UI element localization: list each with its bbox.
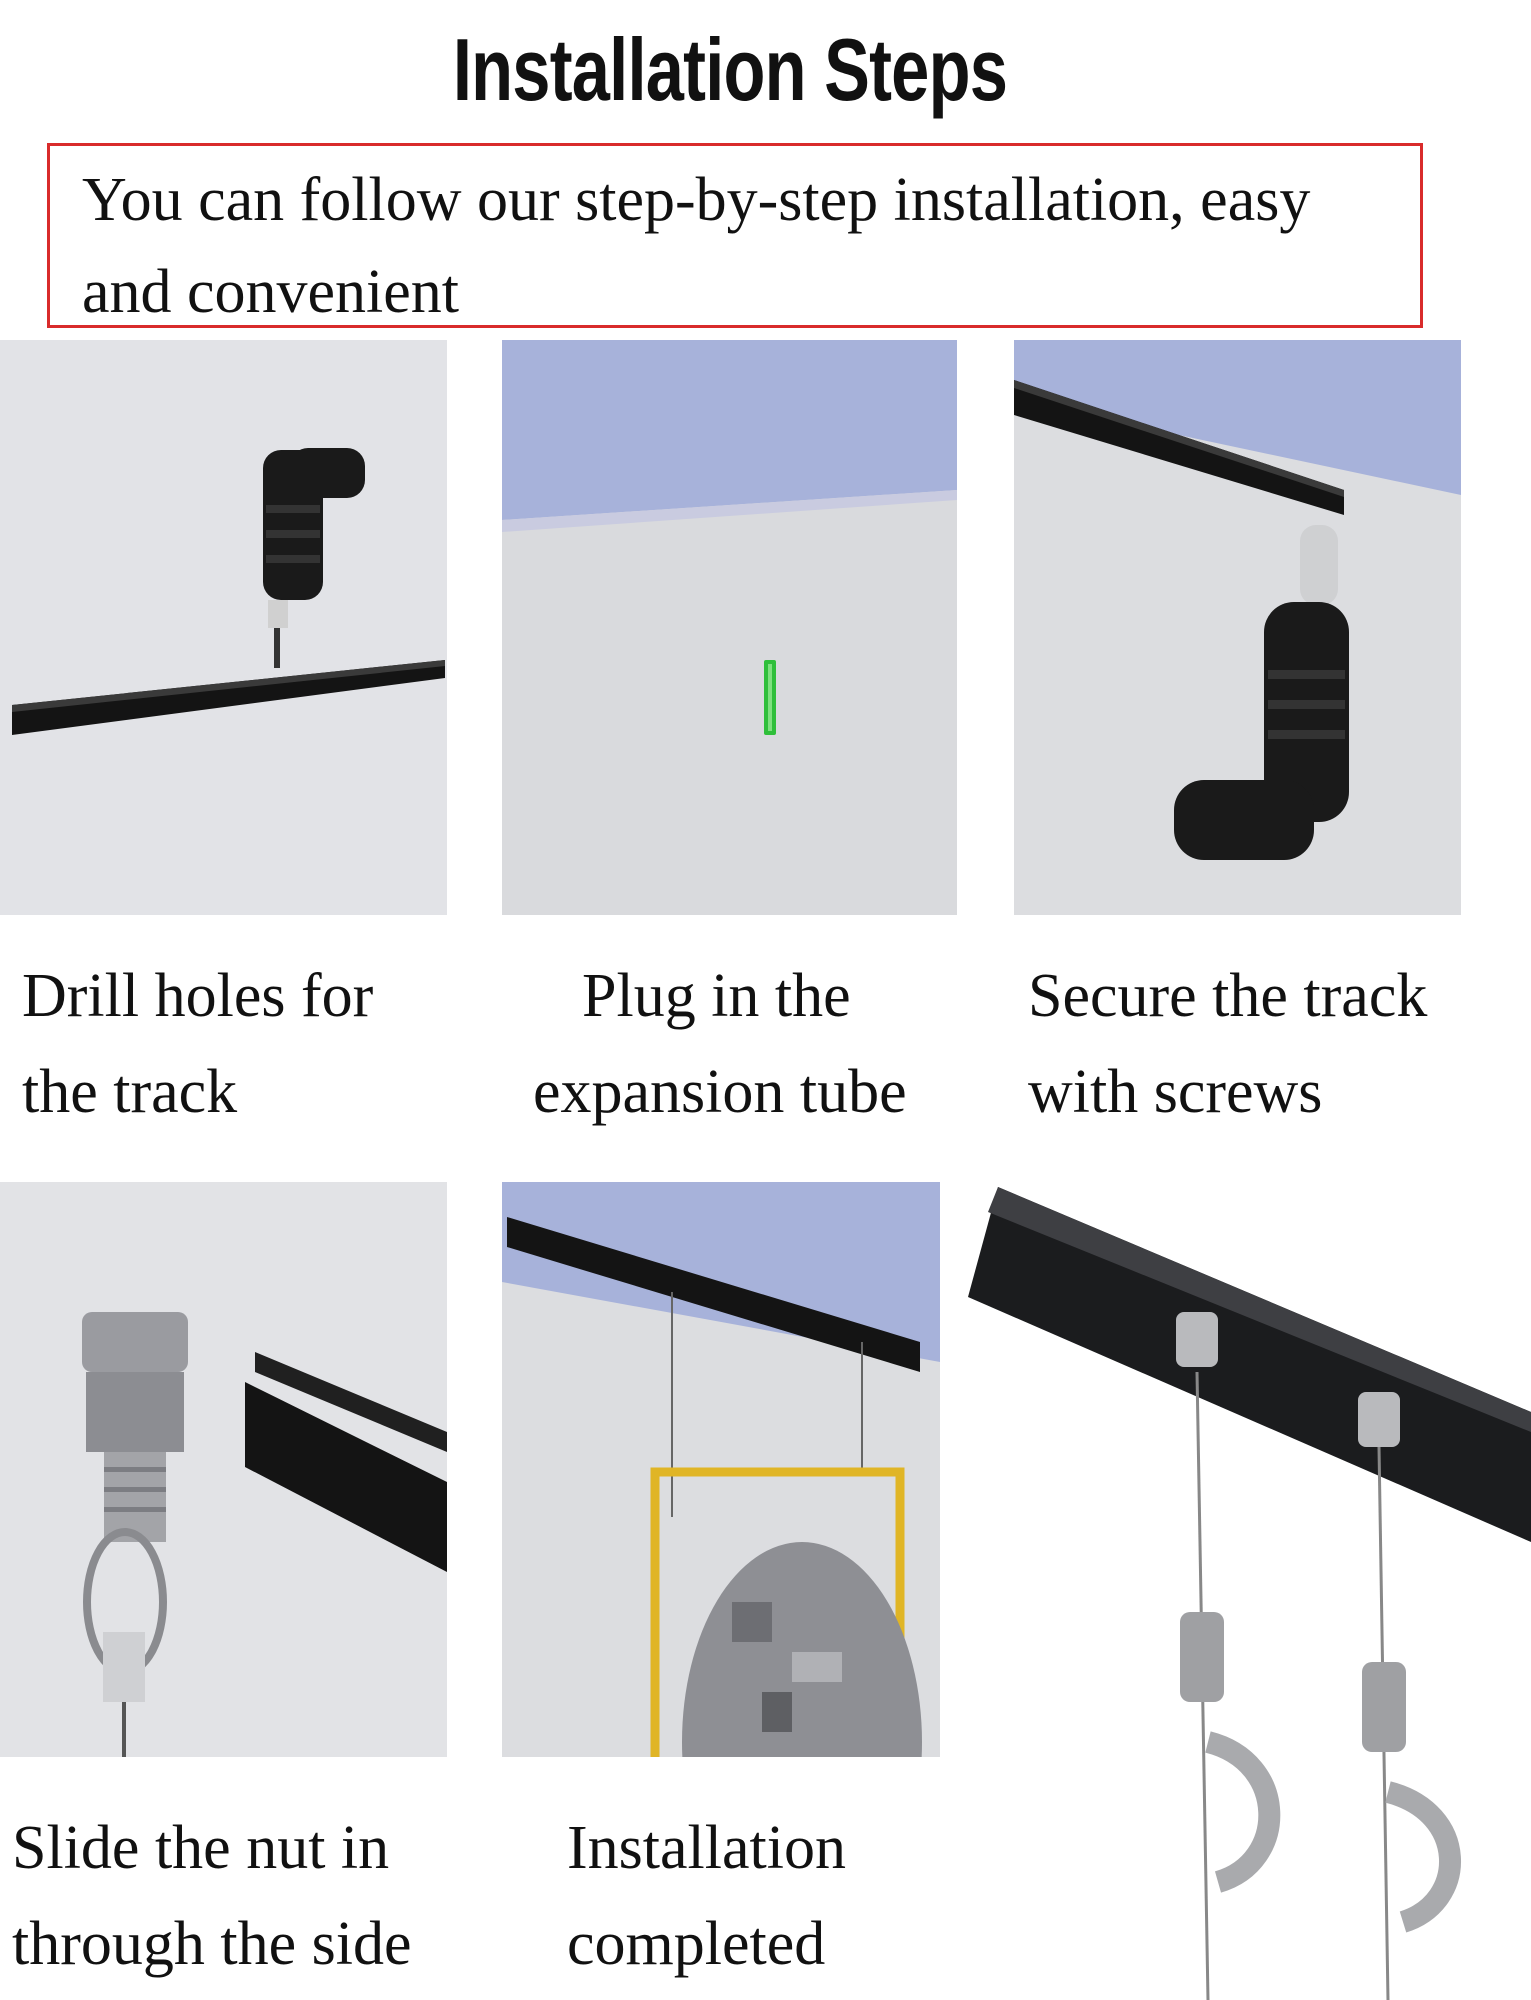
step-4-image xyxy=(0,1182,447,1757)
step-2-caption-line-2: expansion tube xyxy=(533,1058,907,1126)
step-2-caption: Plug in the expansion tube xyxy=(533,948,907,1140)
step-2-caption-line-1: Plug in the xyxy=(582,962,851,1030)
step-5-caption-line-1: Installation xyxy=(567,1814,846,1882)
drill-icon xyxy=(263,448,365,668)
step-3-caption-line-2: with screws xyxy=(1028,1058,1323,1126)
step-3-image xyxy=(1014,340,1461,915)
cable-hook-icon xyxy=(1176,1312,1281,2000)
step-4-caption: Slide the nut in through the side xyxy=(12,1800,412,1992)
step-1-caption: Drill holes for the track xyxy=(22,948,373,1140)
step-4-caption-line-1: Slide the nut in xyxy=(12,1814,390,1882)
step-5-caption: Installation completed xyxy=(567,1800,846,1992)
cable-hook-icon xyxy=(1358,1392,1461,2000)
page-title: Installation Steps xyxy=(452,20,1008,119)
hooks-closeup-image xyxy=(958,1182,1531,2000)
step-5-image xyxy=(502,1182,940,1757)
rail-icon xyxy=(507,1217,920,1372)
drill-icon xyxy=(1174,525,1349,860)
picture-frame-icon xyxy=(650,1467,905,1757)
step-3-caption: Secure the track with screws xyxy=(1028,948,1427,1140)
step-3-caption-line-1: Secure the track xyxy=(1028,962,1428,1030)
cable-hook-icon xyxy=(83,1528,167,1757)
subtitle-box: You can follow our step-by-step installa… xyxy=(47,143,1423,328)
step-2-image xyxy=(502,340,957,915)
rail-icon xyxy=(12,660,445,735)
rail-icon xyxy=(968,1187,1531,1542)
subtitle-text: You can follow our step-by-step installa… xyxy=(82,166,1311,326)
step-4-caption-line-2: through the side xyxy=(12,1910,412,1978)
step-1-caption-line-2: the track xyxy=(22,1058,238,1126)
rail-icon xyxy=(245,1352,447,1572)
step-1-image xyxy=(0,340,447,915)
step-5-caption-line-2: completed xyxy=(567,1910,826,1978)
screw-nut-icon xyxy=(82,1312,188,1542)
step-1-caption-line-1: Drill holes for xyxy=(22,962,374,1030)
